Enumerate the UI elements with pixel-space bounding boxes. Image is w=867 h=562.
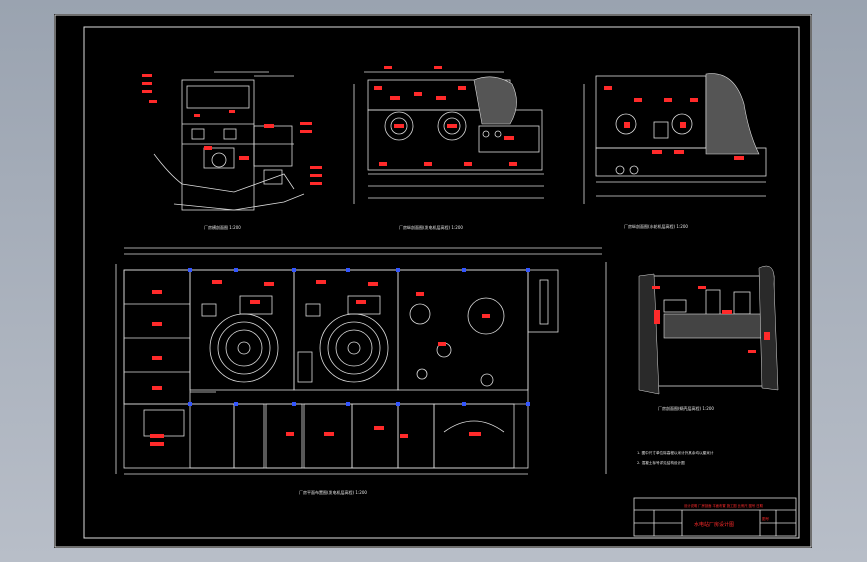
small-section-red-marks	[652, 286, 770, 353]
rock-hatch-1	[473, 76, 517, 125]
turbine-floor-elevation-view	[583, 75, 767, 204]
gen-floor-elevation-view	[353, 71, 544, 204]
main-plan-red-marks	[150, 280, 490, 446]
main-plan-view	[115, 247, 607, 475]
title-block-header: 设计说明 厂房剖面 平面布置 施工图 比例尺 图号 日期	[684, 503, 764, 508]
concrete-hatch	[663, 313, 775, 339]
main-plan-grid-nodes	[188, 268, 530, 406]
note-2: 2. 混凝土标号详见结构设计图	[637, 460, 685, 465]
gen-floor-red-marks	[374, 66, 517, 166]
rock-right	[758, 265, 779, 391]
turbine-floor-red-marks	[604, 86, 744, 160]
rock-left	[638, 273, 660, 395]
main-plan-caption: 厂房平面布置图(发电机层高程) 1:200	[299, 489, 367, 495]
drawing-name: 水电站厂房设计图	[694, 521, 734, 528]
sheet-number: 图号	[762, 516, 770, 521]
cad-drawing: 厂房横剖面图 1:200 厂房纵剖面图(发电机层高程) 1:200	[54, 14, 812, 548]
note-1: 1. 图中尺寸单位除高程以米计外其余均以厘米计	[637, 450, 714, 455]
cross-section-view	[153, 71, 305, 211]
turbine-floor-caption: 厂房纵剖面图(水轮机层高程) 1:200	[624, 223, 688, 229]
title-block	[633, 497, 797, 537]
inner-border	[83, 26, 800, 539]
cad-canvas[interactable]: 厂房横剖面图 1:200 厂房纵剖面图(发电机层高程) 1:200	[54, 14, 812, 548]
cross-section-red-marks	[142, 74, 322, 185]
cross-section-caption: 厂房横剖面图 1:200	[204, 224, 241, 230]
small-section-caption: 厂房剖面图(蜗壳层高程) 1:200	[658, 405, 714, 411]
outer-border	[54, 14, 812, 548]
rock-hatch-2	[705, 73, 760, 155]
gen-floor-caption: 厂房纵剖面图(发电机层高程) 1:200	[399, 224, 463, 230]
